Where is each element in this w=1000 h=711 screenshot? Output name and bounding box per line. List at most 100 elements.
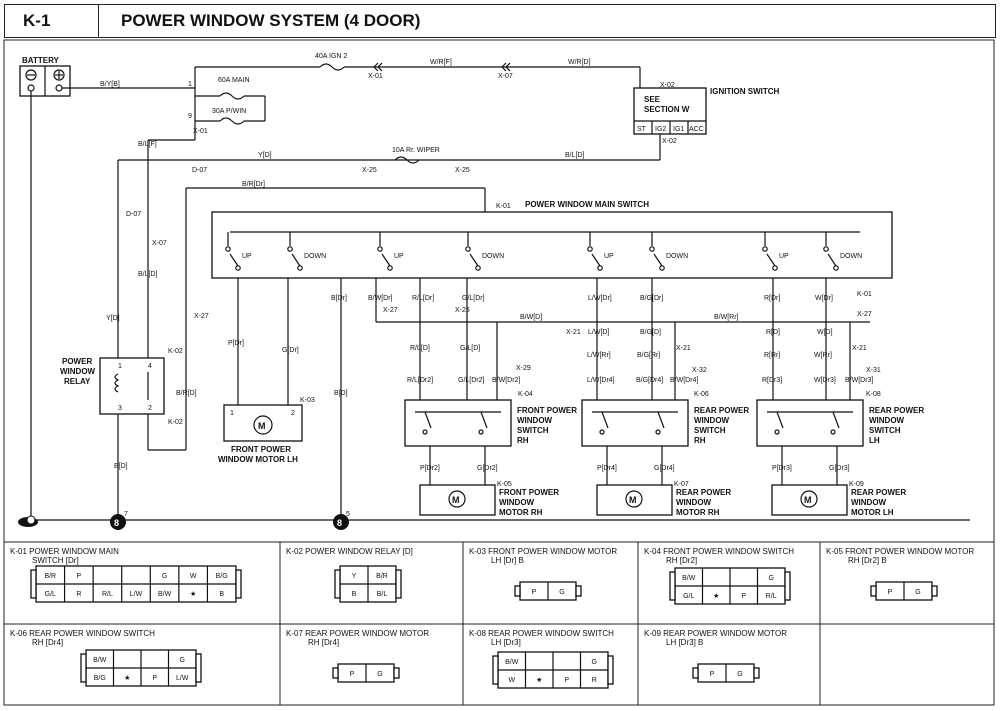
motor-label: WINDOW	[851, 498, 887, 507]
svg-text:B/G[Dr]: B/G[Dr]	[640, 295, 663, 302]
switch-unit-label: SWITCH	[869, 426, 901, 435]
pin-label: G/L	[45, 591, 56, 598]
pin-label: P	[888, 589, 893, 596]
svg-text:WINDOW MOTOR LH: WINDOW MOTOR LH	[218, 455, 298, 464]
fuse-block: 60A MAIN 30A P/WIN 1 9 X-01	[188, 75, 266, 135]
pin-label: G	[737, 671, 742, 678]
pin-label: R	[592, 677, 597, 684]
wire-label: P[Dr2]	[420, 465, 440, 472]
svg-text:R/L[Dr]: R/L[Dr]	[412, 295, 434, 302]
svg-text:X-07: X-07	[498, 73, 513, 80]
switch-direction-label: UP	[394, 253, 404, 260]
svg-text:IG1: IG1	[673, 126, 684, 133]
svg-text:M: M	[258, 421, 266, 431]
wire-label: G[Dr2]	[477, 465, 498, 472]
pin-label: ★	[536, 676, 542, 684]
switch-unit-label: REAR POWER	[869, 406, 924, 415]
pin-label: P	[564, 677, 569, 684]
pin-label: B/G	[94, 675, 106, 682]
svg-text:9: 9	[188, 113, 192, 120]
pin-label: ★	[713, 592, 719, 600]
svg-text:R/L[D]: R/L[D]	[410, 345, 430, 352]
svg-text:K-03: K-03	[300, 397, 315, 404]
svg-text:X-29: X-29	[516, 365, 531, 372]
svg-text:K-04: K-04	[518, 391, 533, 398]
pin-label: L/W	[130, 591, 143, 598]
svg-text:POWER: POWER	[62, 357, 92, 366]
battery-label: BATTERY	[22, 56, 60, 65]
pin-label: G	[915, 589, 920, 596]
switch-direction-label: UP	[242, 253, 252, 260]
svg-text:B/R[D]: B/R[D]	[176, 390, 197, 397]
pin-label: Y	[352, 573, 357, 580]
wire-label: G[Dr4]	[654, 465, 675, 472]
pin-label: B/R	[44, 573, 56, 580]
svg-text:4: 4	[148, 363, 152, 370]
pin-label: G	[162, 573, 167, 580]
svg-text:W[Rr]: W[Rr]	[814, 352, 832, 359]
connector-panel-title: RH [Dr4]	[32, 638, 63, 647]
pin-label: G	[592, 659, 597, 666]
wire-label: B/Y[B]	[100, 81, 120, 88]
svg-text:3: 3	[118, 405, 122, 412]
pin-label: P	[532, 589, 537, 596]
pin-label: P	[710, 671, 715, 678]
pin-label: R/L	[766, 593, 777, 600]
switch-unit-label: WINDOW	[517, 416, 553, 425]
pin-label: P	[152, 675, 157, 682]
svg-text:R[Rr]: R[Rr]	[764, 352, 780, 359]
svg-text:B/G[Rr]: B/G[Rr]	[637, 352, 660, 359]
svg-text:X-21: X-21	[566, 329, 581, 336]
motor-label: MOTOR RH	[499, 508, 543, 517]
connector-panel-title: K-07 REAR POWER WINDOW MOTOR	[286, 629, 429, 638]
pin-label: W	[190, 573, 197, 580]
switch-unit-label: WINDOW	[694, 416, 730, 425]
svg-text:L/W[Rr]: L/W[Rr]	[587, 352, 611, 359]
pin-label: B/W	[158, 591, 172, 598]
pin-label: G	[559, 589, 564, 596]
svg-text:K-08: K-08	[866, 391, 881, 398]
svg-text:G/L[Dr]: G/L[Dr]	[462, 295, 485, 302]
pin-label: R/L	[102, 591, 113, 598]
svg-text:W/R[D]: W/R[D]	[568, 59, 591, 66]
ground-point-left	[110, 514, 126, 530]
ground-point-mid	[333, 514, 349, 530]
svg-text:X-02: X-02	[660, 82, 675, 89]
diagram-header: K-1 POWER WINDOW SYSTEM (4 DOOR)	[4, 4, 996, 38]
svg-text:K-02: K-02	[168, 419, 183, 426]
connector-panel-title: SWITCH [Dr]	[32, 556, 79, 565]
svg-text:X-25: X-25	[455, 167, 470, 174]
svg-text:B/W[Dr4]: B/W[Dr4]	[670, 377, 698, 384]
svg-text:K-06: K-06	[694, 391, 709, 398]
svg-text:8: 8	[337, 518, 342, 528]
connector-panel-title: RH [Dr2] B	[848, 556, 887, 565]
svg-text:B/G[Dr4]: B/G[Dr4]	[636, 377, 663, 384]
svg-text:RELAY: RELAY	[64, 377, 91, 386]
svg-text:X-27: X-27	[194, 313, 209, 320]
switch-unit-label: REAR POWER	[694, 406, 749, 415]
svg-text:B[D]: B[D]	[334, 390, 348, 397]
svg-text:B/L[F]: B/L[F]	[138, 141, 157, 148]
pin-label: B/W	[93, 657, 107, 664]
connector-panel-title: K-06 REAR POWER WINDOW SWITCH	[10, 629, 155, 638]
svg-text:M: M	[804, 495, 812, 505]
pin-label: G	[769, 575, 774, 582]
connector-label: K-09	[849, 481, 864, 488]
fuse-pwin-label: 30A P/WIN	[212, 108, 246, 115]
svg-text:M: M	[629, 495, 637, 505]
motor-label: REAR POWER	[676, 488, 731, 497]
svg-text:40A IGN 2: 40A IGN 2	[315, 53, 347, 60]
pin-label: G	[377, 671, 382, 678]
svg-text:ACC: ACC	[689, 126, 704, 133]
pin-label: B	[352, 591, 357, 598]
connector-label: K-05	[497, 481, 512, 488]
svg-text:5: 5	[346, 511, 350, 518]
motor-label: MOTOR RH	[676, 508, 720, 517]
pin-label: L/W	[176, 675, 189, 682]
main-switch-label: POWER WINDOW MAIN SWITCH	[525, 200, 649, 209]
